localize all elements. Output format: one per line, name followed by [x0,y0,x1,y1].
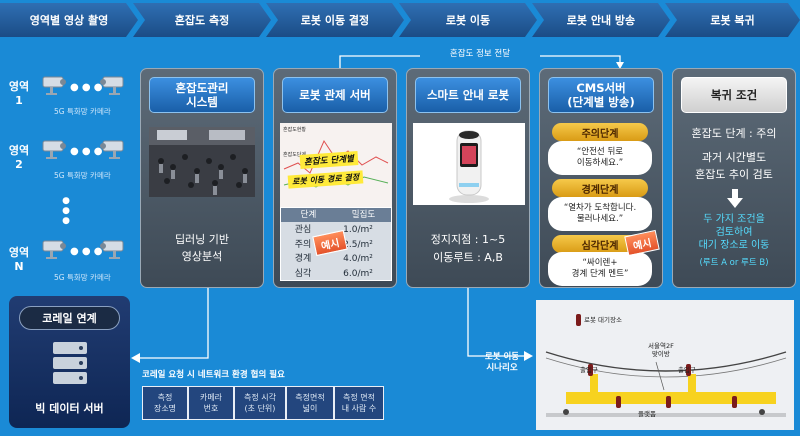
step-capture: 영역별 영상 촬영 [0,3,138,37]
bigdata-server-label: 빅 데이터 서버 [35,402,104,415]
col5-cond2: 과거 시간별도 혼잡도 추이 검토 [695,151,773,181]
density-stage: 주의 [294,239,312,250]
ellipsis-dots: ● ● ● [70,246,103,257]
camera-icon [100,76,124,95]
info-transfer-label: 혼잡도 정보 전달 [420,47,540,59]
step-return: 로봇 복귀 [665,3,800,37]
col5-result: 두 가지 조건을 검토하여 대기 장소로 이동 [698,214,770,251]
region-1-number: 1 [15,94,23,107]
stage-severe-msg: “싸이렌+ 경계 단계 멘트” [548,252,652,286]
density-stage: 관심 [294,225,312,235]
step-announce: 로봇 안내 방송 [532,3,670,37]
camera-icon [42,140,66,159]
density-stage: 심각 [294,268,312,279]
density-value: 6.0/m² [343,268,373,279]
robot-icon [449,130,489,203]
col-cms-server: CMS서버 (단계별 방송) 주의단계 “안전선 뒤로 이동하세요.” 경계단계… [539,68,663,288]
robot-image [413,123,525,205]
server-icon [53,342,87,384]
col-smart-guide-robot: 스마트 안내 로봇 정지지점 : 1~5 이동루트 : A,B [406,68,530,288]
col-return-condition: 복귀 조건 혼잡도 단계 : 주의 과거 시간별도 혼잡도 추이 검토 두 가지… [672,68,796,288]
density-header-stage: 단계 [300,210,317,220]
density-value: 1.0/m² [343,225,373,235]
col3-title: 스마트 안내 로봇 [415,77,521,113]
density-table-header: 단계 밀집도 [281,208,391,222]
density-value: 2.5/m² [343,239,373,250]
scenario-arrow [467,288,533,361]
example-badge: 예시 [624,229,660,257]
step-measure: 혼잡도 측정 [133,3,271,37]
stage-alert-pill: 경계단계 [552,179,648,197]
station-label: 서울역2F 맞이방 [648,342,674,358]
region-2-label: 영역 [8,144,30,157]
screen-label-1: 혼잡도현황 [283,127,307,133]
data-table-cell: 측정 장소명 [142,386,188,420]
ellipsis-dots: ● ● ● [70,82,103,93]
platform-label: 플랫폼 [638,410,656,418]
network-note: 코레일 요청 시 네트워크 환경 협의 필요 [142,370,285,380]
arrow-down-icon [727,189,743,208]
col5-route: (루트 A or 루트 B) [699,258,769,268]
step-move: 로봇 이동 [399,3,537,37]
stage-alert-msg: “열차가 도착합니다. 물러나세요.” [548,197,652,231]
table-row: 경계 4.0/m² [281,252,391,267]
camera-icon [100,140,124,159]
camera-caption: 5G 특화망 카메라 [54,171,111,180]
col2-title: 로봇 관제 서버 [282,77,388,113]
camera-icon [42,240,66,259]
camera-caption: 5G 특화망 카메라 [54,107,111,116]
step-decide: 로봇 이동 결정 [266,3,404,37]
density-header-value: 밀집도 [351,210,376,220]
process-steps: 영역별 영상 촬영 혼잡도 측정 로봇 이동 결정 로봇 이동 로봇 안내 방송… [0,0,800,40]
coreil-title: 코레일 연계 [19,306,120,330]
stage-caution-pill: 주의단계 [552,123,648,141]
control-screen: 혼잡도현황 혼잡도단계 혼잡도 단계별 로봇 이동 경로 결정 [280,123,392,207]
region-n-number: N [14,260,24,273]
stage-severe-pill: 심각단계 [552,235,648,253]
density-stage: 경계 [294,254,312,264]
region-n-label: 영역 [8,246,30,259]
camera-caption: 5G 특화망 카메라 [54,273,111,282]
stage-caution-msg: “안전선 뒤로 이동하세요.” [548,141,652,175]
camera-icon [42,76,66,95]
density-table-body: 관심 1.0/m² 주의 2.5/m² 경계 4.0/m² 심각 6.0/m² [281,223,391,281]
density-table: 단계 밀집도 관심 1.0/m² 주의 2.5/m² 경계 4.0/m² 심각 6.0/… [280,207,392,281]
col4-title: CMS서버 (단계별 방송) [548,77,654,113]
region-1-label: 영역 [8,80,30,93]
col3-route: 이동루트 : A,B [433,251,503,264]
standby-label: 로봇 대기장소 [584,316,622,324]
data-table-cell: 측정면적 넓이 [286,386,334,420]
ellipsis-dots: ● ● ● [70,146,103,157]
camera-icon [100,240,124,259]
scenario-label: 로봇 이동 시나리오 [484,352,520,373]
density-value: 4.0/m² [343,254,373,264]
table-row: 관심 1.0/m² [281,223,391,238]
data-table-cell: 카메라 번호 [188,386,234,420]
scenario-map: 로봇 대기장소 서울역2F 맞이방 출입구 출입구 플랫폼 [536,300,794,430]
cctv-image [149,127,255,197]
col1-desc: 딥러닝 기반 영상분석 [174,233,230,263]
data-table-cell: 측정 시각 (초 단위) [234,386,286,420]
col5-cond1: 혼잡도 단계 : 주의 [691,127,777,140]
station-map [536,300,794,430]
col-congestion-system: 혼잡도관리 시스템 딥러닝 기반 영상분석 [140,68,264,288]
table-row: 심각 6.0/m² [281,267,391,282]
exit-label-2: 출입구 [678,366,696,374]
link-arrow [131,288,209,363]
vertical-dots: ●●● [62,196,70,226]
col3-stop-points: 정지지점 : 1~5 [430,233,506,246]
col5-title: 복귀 조건 [681,77,787,113]
screen-label-2: 혼잡도단계 [283,152,307,158]
coreil-panel: 코레일 연계 빅 데이터 서버 [9,296,130,428]
exit-label-1: 출입구 [580,366,598,374]
table-row: 주의 2.5/m² [281,238,391,253]
col1-title: 혼잡도관리 시스템 [149,77,255,113]
region-2-number: 2 [15,158,23,171]
col-robot-control-server: 로봇 관제 서버 혼잡도현황 혼잡도단계 혼잡도 단계별 로봇 이동 경로 결정… [273,68,397,288]
data-table-cell: 측정 면적 내 사람 수 [334,386,384,420]
